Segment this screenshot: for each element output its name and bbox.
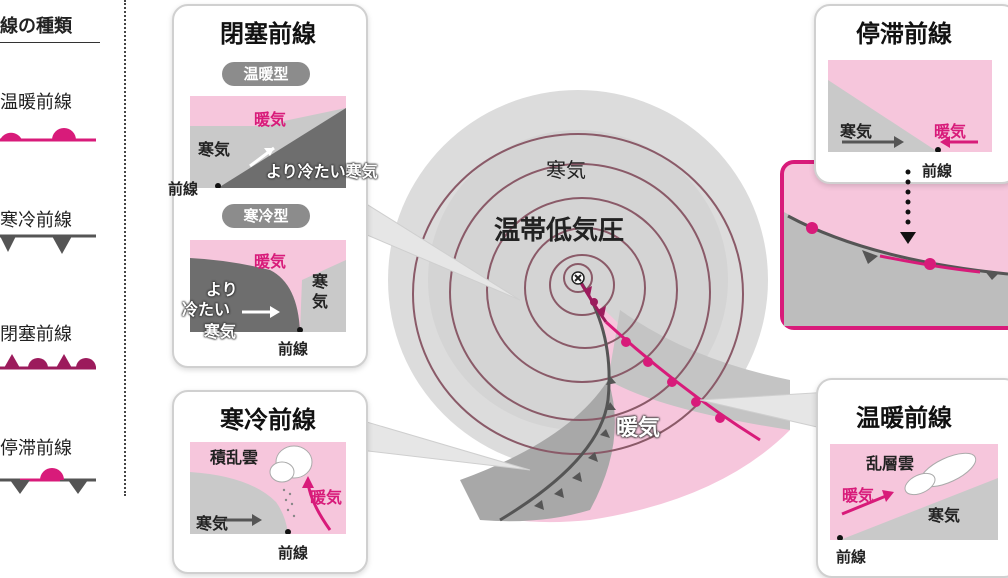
- cold-front-title: 寒冷前線: [220, 406, 316, 434]
- stationary-cold-air: 寒気: [840, 122, 873, 141]
- cold-type-colder-2: 冷たい: [182, 300, 231, 319]
- cold-type-warm-air: 暖気: [254, 252, 287, 271]
- stationary-front-label: 前線: [922, 162, 953, 180]
- warm-front-symbol-icon: [0, 128, 96, 142]
- occluded-front-title: 閉塞前線: [220, 20, 316, 48]
- occluded-front-symbol-icon: [0, 354, 96, 370]
- legend-warm-front-label: 温暖前線: [0, 92, 72, 113]
- warm-type-colder-air: より冷たい寒気: [266, 162, 378, 181]
- cold-type-colder-3: 寒気: [204, 322, 237, 341]
- low-pressure-title: 温帯低気圧: [494, 216, 625, 246]
- warm-front-warm-air: 暖気: [842, 486, 875, 505]
- center-cold-air-label: 寒気: [546, 158, 586, 182]
- cold-type-colder-1: より: [206, 280, 238, 299]
- warm-front-title: 温暖前線: [856, 404, 952, 432]
- legend-stationary-front-label: 停滞前線: [0, 438, 72, 459]
- legend-divider: [0, 42, 100, 43]
- warm-type-panel: [190, 96, 346, 188]
- cold-front-front-label: 前線: [278, 544, 309, 562]
- cold-type-front-label: 前線: [278, 340, 309, 358]
- legend-separator: [124, 0, 126, 496]
- stationary-warm-air: 暖気: [934, 122, 967, 141]
- warm-front-cloud-label: 乱層雲: [866, 454, 915, 473]
- warm-front-panel: [830, 444, 998, 540]
- cold-type-cold-air-vertical: 寒気: [312, 272, 329, 311]
- warm-front-cold-air: 寒気: [928, 506, 961, 525]
- stationary-front-symbol-icon: [0, 468, 96, 494]
- center-warm-air-label: 暖気: [616, 416, 661, 441]
- cold-front-cold-air: 寒気: [196, 514, 229, 533]
- legend-title: 線の種類: [0, 16, 72, 37]
- cold-front-panel: [190, 442, 346, 534]
- warm-type-badge: 温暖型: [222, 62, 310, 86]
- warm-type-warm-air: 暖気: [254, 110, 287, 129]
- stationary-front-zoom-panel: [780, 160, 1008, 330]
- cold-type-panel: [190, 240, 346, 332]
- dotted-arrow-icon: [900, 169, 916, 244]
- legend-occluded-front-label: 閉塞前線: [0, 324, 72, 345]
- cold-front-warm-air: 暖気: [310, 488, 343, 507]
- warm-front-front-label: 前線: [836, 548, 867, 566]
- cold-type-badge: 寒冷型: [222, 204, 310, 228]
- stationary-front-panel: [828, 60, 992, 152]
- warm-type-front-label: 前線: [168, 180, 199, 198]
- legend-cold-front-label: 寒冷前線: [0, 210, 72, 231]
- stationary-front-title: 停滞前線: [856, 20, 952, 48]
- cold-front-symbol-icon: [0, 234, 96, 254]
- warm-type-cold-air: 寒気: [198, 140, 231, 159]
- cold-front-cloud-label: 積乱雲: [210, 448, 259, 467]
- low-pressure-diagram: [388, 90, 790, 523]
